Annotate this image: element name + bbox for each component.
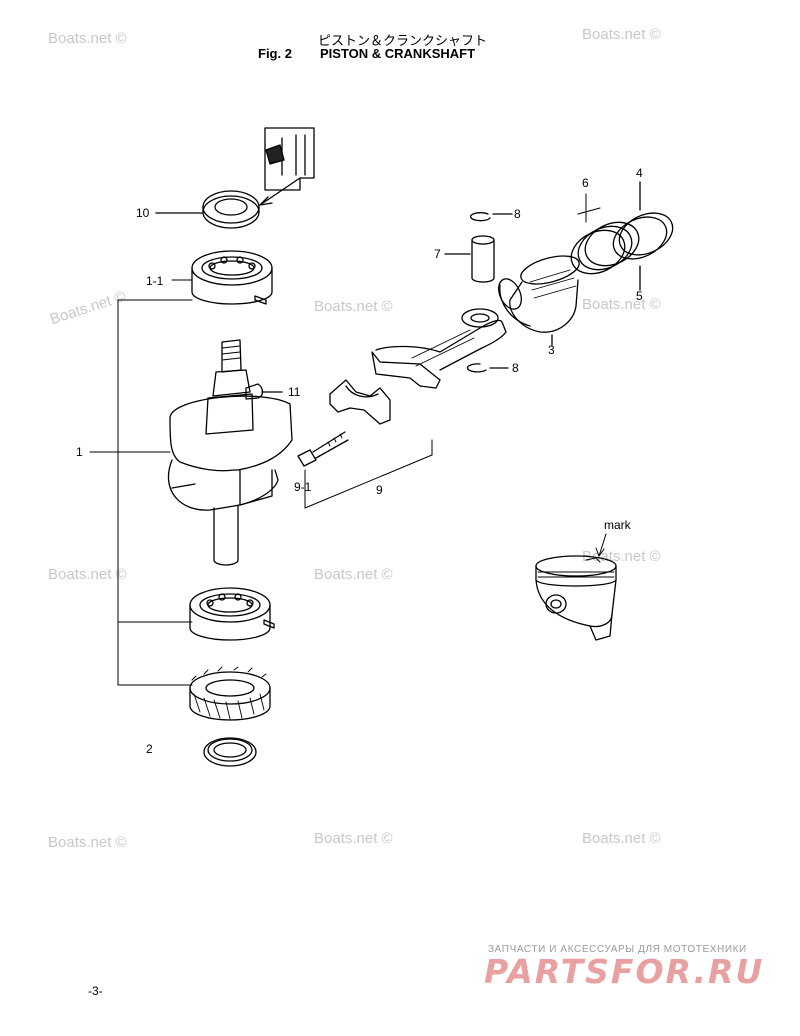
page-number: -3-: [88, 984, 103, 998]
callout-part-2: 2: [146, 742, 153, 756]
piston-mark-detail: [535, 533, 617, 641]
oil-seal-detail-inset: [259, 127, 315, 206]
callout-part-4: 4: [636, 166, 643, 180]
callout-part-1: 1: [76, 445, 83, 459]
callout-part-11: 11: [288, 385, 301, 399]
part-3-piston: [498, 255, 580, 346]
part-10-oil-seal: [155, 190, 260, 229]
part-8-circlip-lower: [466, 363, 509, 373]
promo-logo: PARTSFOR.RU: [484, 952, 765, 991]
watermark: Boats.net ©: [48, 30, 127, 47]
part-7-piston-pin: [444, 235, 495, 283]
callout-part-5: 5: [636, 289, 643, 303]
watermark: Boats.net ©: [314, 298, 393, 315]
title-english: PISTON & CRANKSHAFT: [320, 46, 476, 61]
watermark: Boats.net ©: [582, 830, 661, 847]
part-11-woodruff-key: [245, 383, 283, 400]
callout-mark: mark: [604, 518, 631, 532]
part-1-crank-gear: [189, 666, 271, 721]
callout-part-3: 3: [548, 343, 555, 357]
assembly-bracket-part-1: [89, 279, 193, 686]
watermark: Boats.net ©: [314, 830, 393, 847]
part-6-piston-rings: [570, 193, 640, 275]
watermark: Boats.net ©: [48, 834, 127, 851]
part-2-shim-ring: [203, 737, 257, 767]
part-1-lower-bearing: [189, 587, 275, 641]
watermark: Boats.net ©: [582, 296, 661, 313]
promo-tagline: ЗАПЧАСТИ И АКСЕССУАРЫ ДЛЯ МОТОТЕХНИКИ: [488, 944, 747, 955]
figure-number: Fig. 2: [258, 46, 292, 61]
callout-part-8-upper: 8: [514, 207, 521, 221]
part-1-crankshaft: [167, 339, 293, 566]
part-4-5-top-rings: [612, 181, 674, 291]
callout-part-1-1: 1-1: [146, 274, 164, 288]
callout-part-9: 9: [376, 483, 383, 497]
part-9-bracket: [304, 439, 433, 509]
callout-part-8-lower: 8: [512, 361, 519, 375]
callout-part-10: 10: [136, 206, 150, 220]
part-1-1-upper-bearing: [191, 250, 273, 305]
watermark: Boats.net ©: [48, 566, 127, 583]
title-japanese: ピストン＆クランクシャフト: [318, 33, 488, 48]
watermark: Boats.net ©: [314, 566, 393, 583]
callout-part-7: 7: [434, 247, 441, 261]
watermark: Boats.net ©: [582, 26, 661, 43]
callout-part-9-1: 9-1: [294, 480, 312, 494]
callout-part-6: 6: [582, 176, 589, 190]
part-9-connecting-rod: [297, 308, 507, 467]
part-8-circlip-upper: [469, 212, 513, 222]
